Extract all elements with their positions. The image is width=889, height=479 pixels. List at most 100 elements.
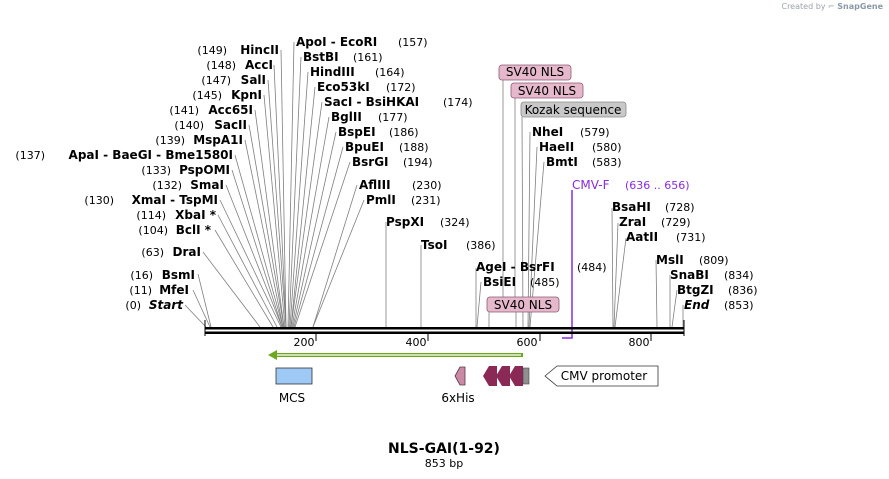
site-name[interactable]: DraI — [173, 245, 201, 259]
boxed-feature-labels: SV40 NLS SV40 NLS Kozak sequence SV40 NL… — [486, 64, 627, 313]
site-name[interactable]: Start — [149, 298, 184, 312]
site-name[interactable]: Eco53kI — [317, 80, 370, 94]
site-name[interactable]: BclI * — [176, 223, 212, 237]
leader-line — [287, 41, 295, 328]
cut-site-labels: (149) HincII (148) AccI (147) SalI (145)… — [15, 35, 757, 312]
nls-feature[interactable] — [509, 366, 523, 386]
site-name[interactable]: PspXI — [386, 215, 424, 229]
site-name[interactable]: AatII — [626, 230, 658, 244]
orf-arrowhead — [268, 350, 277, 360]
leader-line — [292, 131, 337, 328]
leader-line — [312, 184, 358, 328]
site-position: (324) — [440, 216, 470, 229]
site-name[interactable]: BpuEI — [345, 140, 384, 154]
ruler-label: 200 — [294, 336, 315, 349]
site-position: (231) — [411, 194, 441, 207]
kozak-sequence-box[interactable] — [520, 101, 627, 118]
site-name[interactable]: HaeII — [539, 140, 574, 154]
site-name[interactable]: BsrGI — [352, 155, 389, 169]
primer-cmv-f[interactable]: CMV-F (636 .. 656) — [562, 178, 690, 339]
site-name[interactable]: HincII — [240, 43, 279, 57]
sv40-nls-label: SV40 NLS — [518, 84, 576, 98]
cmv-promoter-label: CMV promoter — [561, 369, 648, 383]
site-name[interactable]: End — [684, 298, 710, 312]
site-name[interactable]: BsiEI — [483, 275, 516, 289]
site-position: (834) — [724, 269, 754, 282]
site-name[interactable]: AccI — [245, 58, 273, 72]
leader-line — [219, 199, 282, 328]
site-name[interactable]: SmaI — [190, 178, 224, 192]
site-name[interactable]: PmlI — [366, 193, 396, 207]
site-position: (11) — [129, 284, 152, 297]
site-position: (836) — [728, 284, 758, 297]
top-strand-line — [205, 327, 684, 330]
site-name[interactable]: AflIII — [359, 178, 391, 192]
credit-prefix: Created by — [781, 2, 826, 11]
leader-line — [244, 139, 284, 328]
site-position: (104) — [138, 224, 168, 237]
site-name[interactable]: XbaI * — [175, 208, 217, 222]
sv40-nls-label: SV40 NLS — [506, 65, 564, 79]
site-name[interactable]: BglII — [331, 110, 362, 124]
site-position: (580) — [592, 141, 622, 154]
ruler: 200 400 600 800 — [294, 334, 652, 349]
leader-line — [225, 184, 283, 328]
site-name[interactable]: SacI - BsiHKAI — [324, 95, 419, 109]
site-name[interactable]: BmtI — [546, 155, 578, 169]
cmv-promoter-feature[interactable] — [544, 365, 659, 387]
site-name[interactable]: HindIII — [310, 65, 355, 79]
nls-feature[interactable] — [483, 366, 497, 386]
site-name[interactable]: SalI — [241, 73, 266, 87]
site-position: (140) — [174, 119, 204, 132]
sv40-nls-label: SV40 NLS — [494, 298, 552, 312]
site-name[interactable]: KpnI — [231, 88, 262, 102]
leader-line — [192, 289, 211, 328]
sequence-backbone — [204, 320, 685, 336]
leader-line — [611, 207, 614, 328]
site-name[interactable]: MfeI — [159, 283, 189, 297]
leader-line — [476, 281, 482, 328]
site-position: (16) — [130, 269, 153, 282]
leader-line — [291, 116, 330, 328]
primer-name: CMV-F — [572, 178, 610, 192]
site-name[interactable]: ApaI - BaeGI - Bme1580I — [69, 148, 233, 162]
site-name[interactable]: AgeI - BsrFI — [476, 260, 555, 274]
site-name[interactable]: ApoI - EcoRI — [296, 35, 377, 49]
mcs-feature[interactable] — [275, 367, 313, 385]
site-name[interactable]: BspEI — [338, 125, 376, 139]
site-position: (148) — [206, 59, 236, 72]
sv40-nls-box[interactable] — [486, 296, 560, 313]
site-name[interactable]: NheI — [532, 125, 563, 139]
site-name[interactable]: MspA1I — [193, 133, 243, 147]
site-name[interactable]: XmaI - TspMI — [132, 193, 218, 207]
site-name[interactable]: Acc65I — [208, 103, 253, 117]
orf-arrow[interactable] — [268, 350, 523, 360]
leader-line — [312, 199, 365, 328]
sv40-nls-box[interactable] — [498, 64, 572, 81]
primer-range: (636 .. 656) — [625, 179, 690, 192]
nls-feature[interactable] — [496, 366, 510, 386]
site-name[interactable]: SacII — [214, 118, 247, 132]
site-position: (164) — [375, 66, 405, 79]
leader-line — [248, 124, 285, 328]
site-position: (177) — [378, 111, 408, 124]
site-position: (731) — [676, 231, 706, 244]
site-name[interactable]: SnaBI — [670, 268, 709, 282]
leader-line — [280, 49, 287, 328]
kozak-sequence-label: Kozak sequence — [525, 103, 622, 117]
sv40-nls-box[interactable] — [510, 82, 584, 99]
orf-highlight — [276, 354, 521, 356]
kozak-feature[interactable] — [522, 367, 530, 385]
leader-line — [613, 222, 619, 328]
site-name[interactable]: BstBI — [303, 50, 339, 64]
site-name[interactable]: BsmI — [162, 268, 195, 282]
site-name[interactable]: BtgZI — [677, 283, 714, 297]
mcs-label: MCS — [279, 391, 305, 405]
site-position[interactable]: PspOMI — [179, 163, 230, 177]
site-name[interactable]: MslI — [656, 253, 684, 267]
site-name[interactable]: TsoI — [421, 238, 447, 252]
his-tag-feature[interactable] — [454, 366, 466, 386]
site-name[interactable]: ZraI — [619, 215, 646, 229]
site-name[interactable]: BsaHI — [612, 200, 651, 214]
